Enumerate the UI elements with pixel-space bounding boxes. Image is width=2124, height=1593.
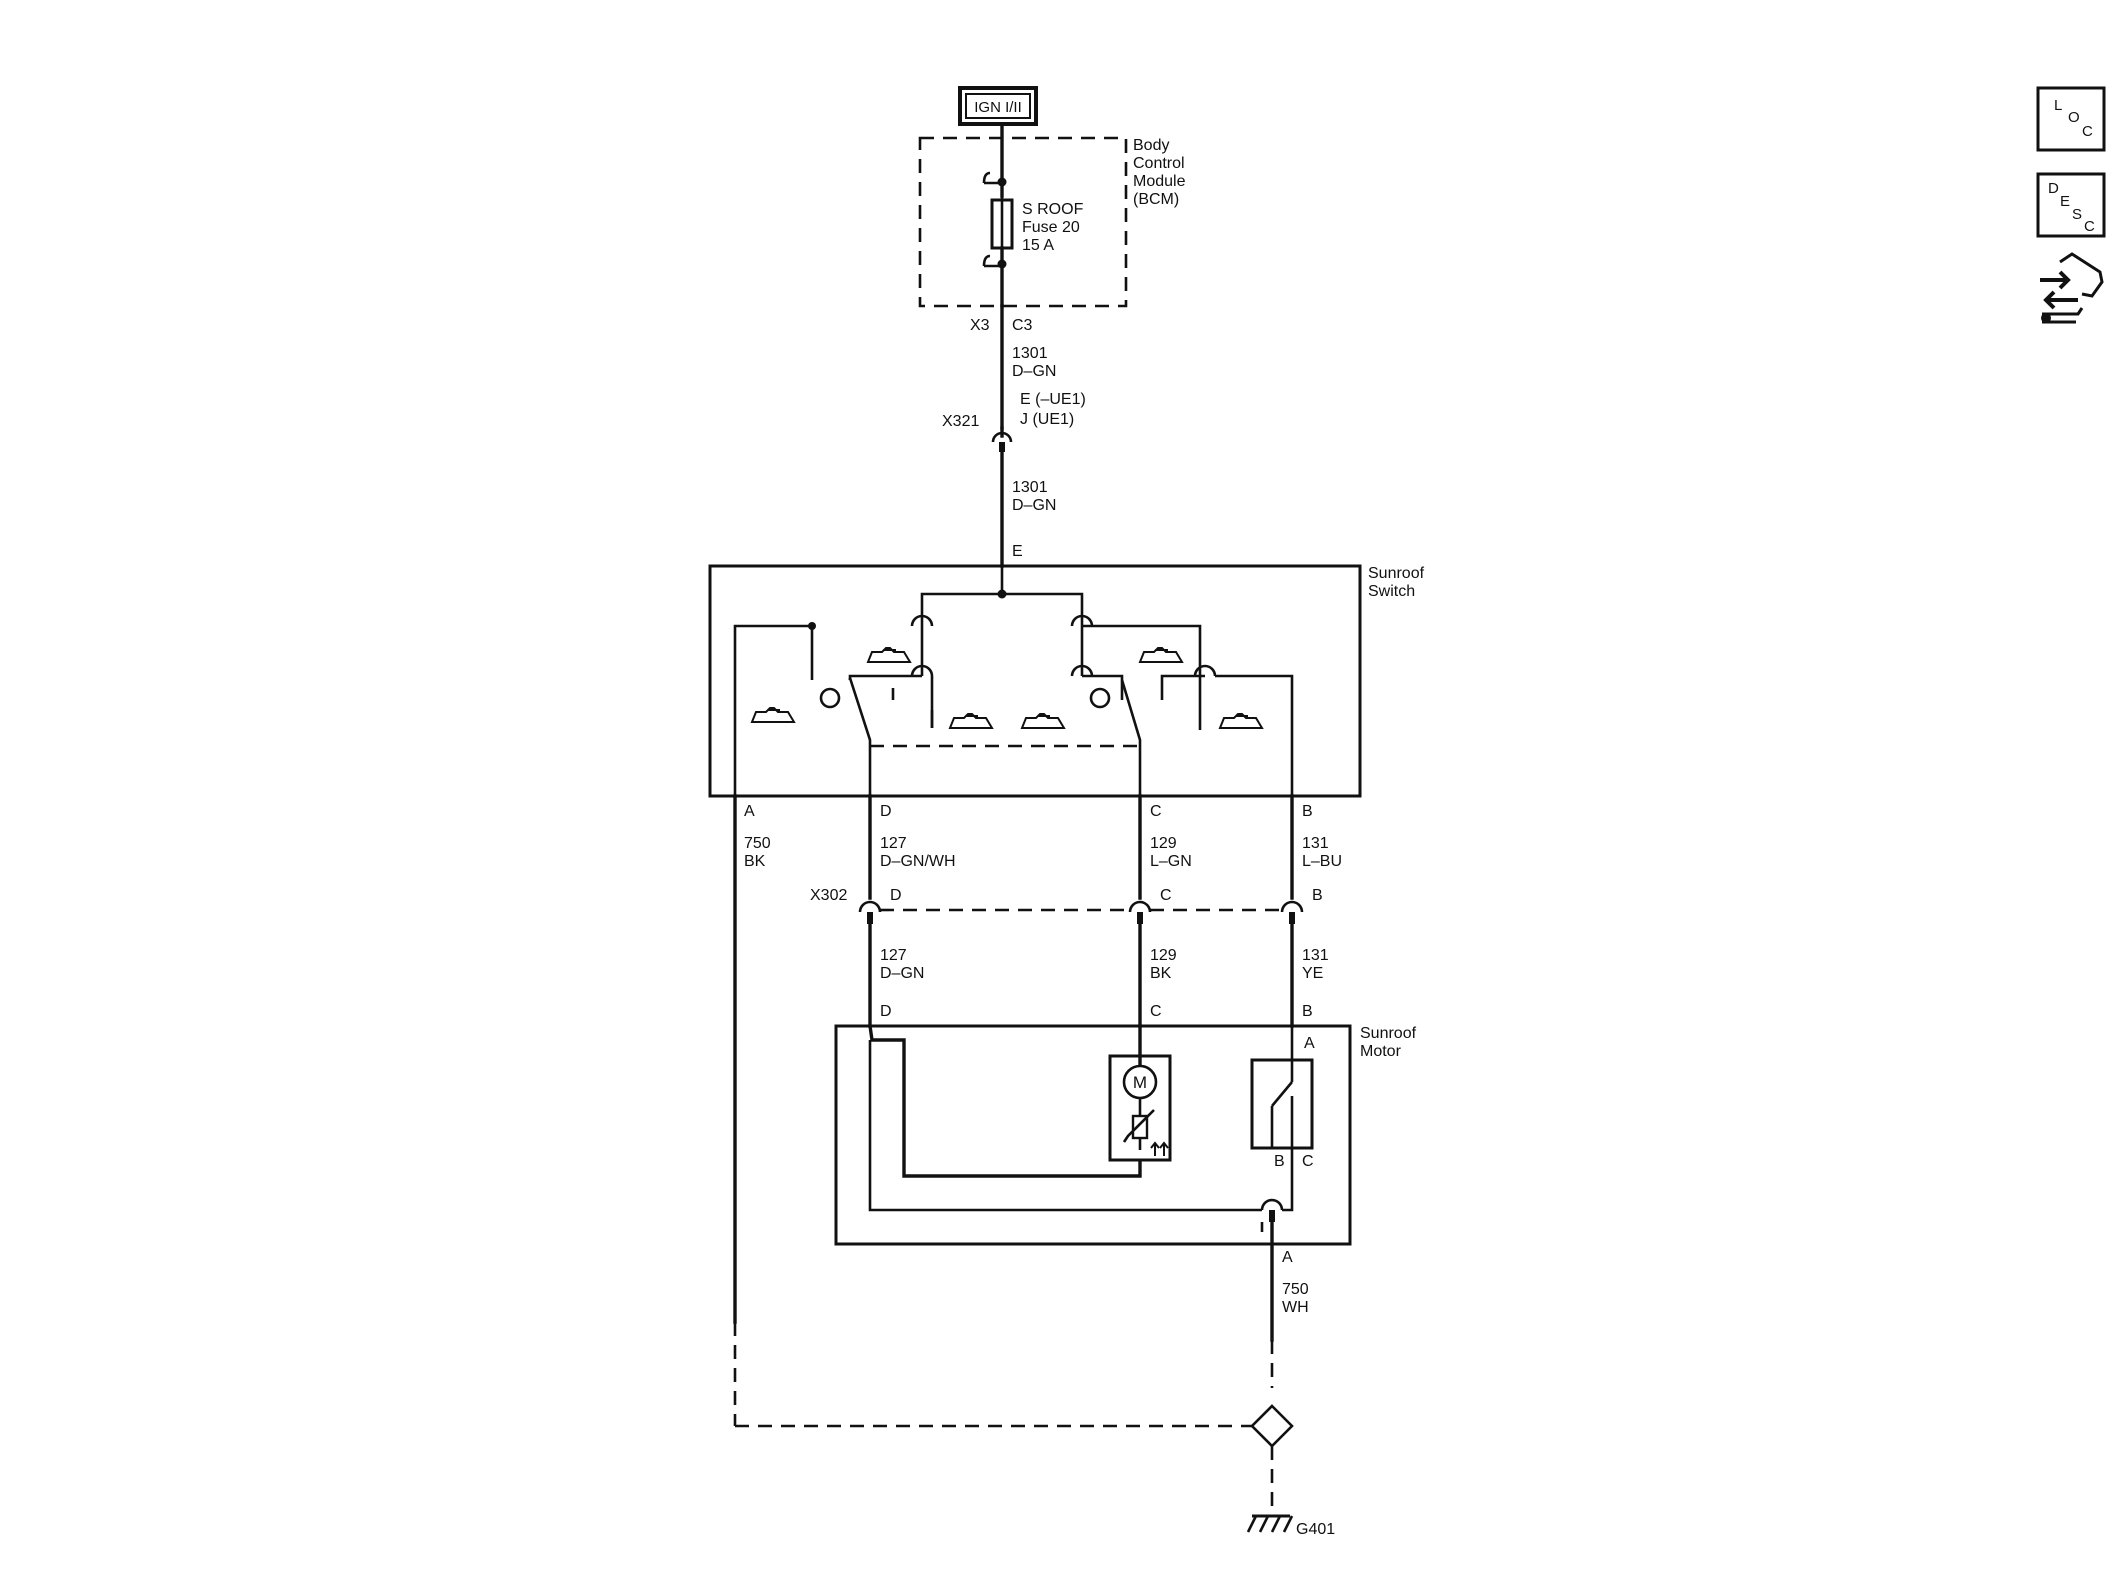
ground-icon bbox=[1246, 1514, 1294, 1533]
motor-wire-labels: 127 D–GN 129 BK 131 YE bbox=[880, 947, 1329, 982]
switch-pin-label: A bbox=[744, 803, 755, 820]
motor-symbol: M bbox=[1133, 1073, 1147, 1092]
x321-pin-line: E (–UE1) bbox=[1020, 391, 1086, 408]
wire-color: D–GN bbox=[880, 965, 924, 982]
fuse-label-line: 15 A bbox=[1022, 237, 1054, 254]
sunroof-position-icon bbox=[948, 713, 994, 729]
wire-color: L–GN bbox=[1150, 853, 1192, 870]
connector-x302: X302 D C B bbox=[810, 887, 1323, 924]
bcm-module: Body Control Module (BCM) bbox=[918, 136, 1186, 308]
connector-tool-icon[interactable] bbox=[2040, 252, 2104, 324]
bcm-name-line: Control bbox=[1133, 155, 1185, 172]
wire-color: D–GN/WH bbox=[880, 853, 956, 870]
motor-pin-label: C bbox=[1150, 1003, 1162, 1020]
bcm-pin-label: C3 bbox=[1012, 317, 1033, 334]
wire-circuit: 129 bbox=[1150, 835, 1177, 852]
bcm-connector-label: X3 bbox=[970, 317, 990, 334]
limit-switch-pin: C bbox=[1302, 1153, 1314, 1170]
x302-pin: C bbox=[1160, 887, 1172, 904]
wire-1301-upper-circuit: 1301 bbox=[1012, 345, 1048, 362]
wire-1301-upper-color: D–GN bbox=[1012, 363, 1056, 380]
limit-switch-pin: B bbox=[1274, 1153, 1285, 1170]
wire-color: BK bbox=[1150, 965, 1172, 982]
motor-name-line: Sunroof bbox=[1360, 1025, 1417, 1042]
loc-letter: O bbox=[2068, 109, 2080, 126]
x321-pin-line: J (UE1) bbox=[1020, 411, 1074, 428]
switch-name-line: Switch bbox=[1368, 583, 1415, 600]
motor-ground-pin: A bbox=[1282, 1249, 1293, 1266]
bcm-name-line: Module bbox=[1133, 173, 1186, 190]
wire-circuit: 127 bbox=[880, 835, 907, 852]
bcm-name-line: Body bbox=[1133, 137, 1169, 154]
sunroof-position-icon bbox=[1020, 713, 1066, 729]
wire-circuit: 129 bbox=[1150, 947, 1177, 964]
splice-icon bbox=[1250, 1404, 1294, 1448]
wire-circuit: 131 bbox=[1302, 947, 1329, 964]
ign-label: IGN I/II bbox=[974, 99, 1022, 116]
sunroof-switch: Sunroof Switch bbox=[708, 564, 1425, 820]
loc-letter: C bbox=[2082, 123, 2093, 140]
wire-color: YE bbox=[1302, 965, 1323, 982]
motor-pin-label: D bbox=[880, 1003, 892, 1020]
bcm-name-line: (BCM) bbox=[1133, 191, 1179, 208]
desc-letter: D bbox=[2048, 180, 2059, 197]
sunroof-motor: D C B Sunroof Motor M bbox=[834, 1003, 1417, 1246]
wire-color: L–BU bbox=[1302, 853, 1342, 870]
x321-name: X321 bbox=[942, 413, 979, 430]
wire-circuit: 750 bbox=[744, 835, 771, 852]
loc-icon[interactable]: L O C bbox=[2036, 86, 2106, 152]
desc-letter: C bbox=[2084, 218, 2095, 235]
limit-switch-pin: A bbox=[1304, 1035, 1315, 1052]
sunroof-position-icon bbox=[750, 707, 796, 723]
wire-1301-lower-color: D–GN bbox=[1012, 497, 1056, 514]
fuse-label-line: S ROOF bbox=[1022, 201, 1084, 218]
switch-input-pin: E bbox=[1012, 543, 1023, 560]
loc-letter: L bbox=[2054, 97, 2062, 114]
switch-name-line: Sunroof bbox=[1368, 565, 1425, 582]
sunroof-position-icon bbox=[866, 647, 912, 663]
ground-name: G401 bbox=[1296, 1521, 1335, 1538]
switch-pin-label: C bbox=[1150, 803, 1162, 820]
motor-pin-label: B bbox=[1302, 1003, 1313, 1020]
desc-icon[interactable]: D E S C bbox=[2036, 172, 2106, 238]
switch-wire-labels: 750 BK 127 D–GN/WH 129 L–GN 131 L–BU bbox=[744, 835, 1342, 870]
switch-pin-label: B bbox=[1302, 803, 1313, 820]
x302-pin: B bbox=[1312, 887, 1323, 904]
x302-name: X302 bbox=[810, 887, 847, 904]
sunroof-position-icon bbox=[1138, 647, 1184, 663]
motor-icon: M bbox=[1108, 1024, 1172, 1162]
switch-pin-label: D bbox=[880, 803, 892, 820]
connector-x321: X321 E (–UE1) J (UE1) bbox=[942, 391, 1086, 452]
wire-circuit: 127 bbox=[880, 947, 907, 964]
fuse-s-roof: S ROOF Fuse 20 15 A bbox=[982, 122, 1084, 308]
motor-name-line: Motor bbox=[1360, 1043, 1402, 1060]
x302-pin: D bbox=[890, 887, 902, 904]
wire-1301-lower-circuit: 1301 bbox=[1012, 479, 1048, 496]
limit-switch-icon: A B C bbox=[1250, 1026, 1315, 1170]
ign-power-source: IGN I/II bbox=[958, 86, 1038, 126]
sunroof-position-icon bbox=[1218, 713, 1264, 729]
ground-wire-color: WH bbox=[1282, 1299, 1309, 1316]
ground-wire-circuit: 750 bbox=[1282, 1281, 1309, 1298]
wire-circuit: 131 bbox=[1302, 835, 1329, 852]
wire-color: BK bbox=[744, 853, 766, 870]
fuse-label-line: Fuse 20 bbox=[1022, 219, 1080, 236]
desc-letter: E bbox=[2060, 193, 2070, 210]
desc-letter: S bbox=[2072, 206, 2082, 223]
